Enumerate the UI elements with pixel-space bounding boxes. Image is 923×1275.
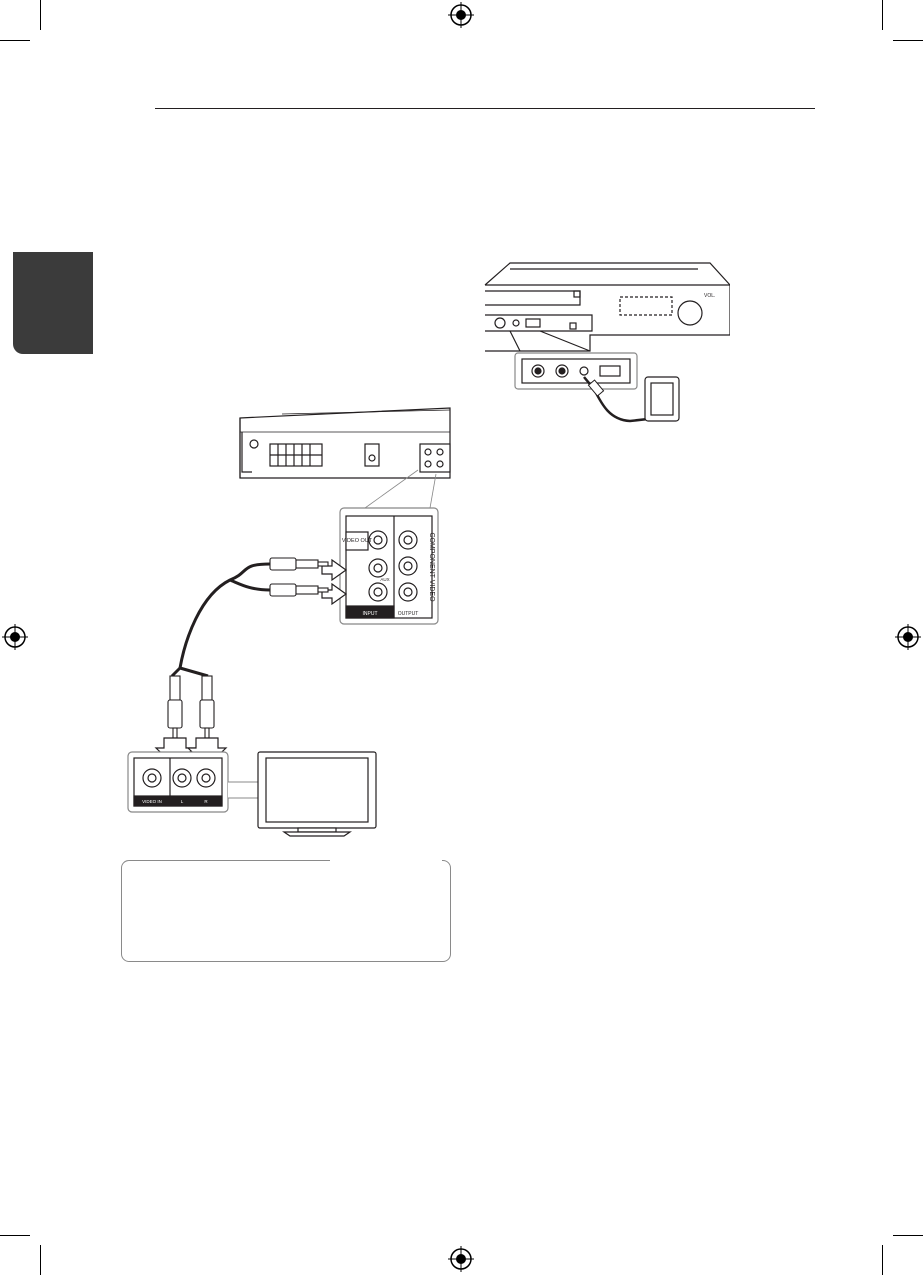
tv-label-l: L <box>181 799 184 804</box>
crop-mark-top-left-h <box>0 40 30 41</box>
tv-icon <box>257 751 377 837</box>
portable-connection-diagram: VOL. <box>484 262 730 423</box>
registration-mark-left <box>2 624 28 650</box>
registration-mark-bottom <box>448 1246 474 1272</box>
panel-label-output: OUTPUT <box>398 611 419 617</box>
rca-plugs-tv-side <box>167 675 215 739</box>
crop-mark-top-right-h <box>893 40 923 41</box>
panel-label-video-out: VIDEO OUT <box>342 538 373 544</box>
speaker-terminal-block <box>269 443 323 467</box>
rca-plugs-unit-side <box>269 557 329 597</box>
crop-mark-top-right-v <box>882 0 883 30</box>
note-box <box>121 860 451 962</box>
registration-mark-right <box>895 624 921 650</box>
zoomed-front-jacks <box>514 352 638 390</box>
crop-mark-bottom-right-h <box>893 1235 923 1236</box>
tv-jack-panel <box>127 751 229 813</box>
tv-label-r: R <box>204 799 208 804</box>
aux-connection-diagram: VIDEO OUT AUX INPUT OUTPUT COMPONENT VID… <box>127 407 451 837</box>
crop-mark-bottom-right-v <box>882 1245 883 1275</box>
crop-mark-top-left-v <box>40 0 41 30</box>
tv-label-video-in: VIDEO IN <box>142 799 162 804</box>
arrow-icons-into-panel <box>321 558 348 606</box>
zoomed-input-panel <box>339 507 439 625</box>
audio-cable <box>178 562 271 669</box>
crop-mark-bottom-left-h <box>0 1235 30 1236</box>
registration-mark-top <box>448 2 474 28</box>
crop-mark-bottom-left-v <box>40 1245 41 1275</box>
portable-player-icon <box>644 376 680 422</box>
vol-label: VOL. <box>704 293 715 299</box>
header-rule <box>155 108 815 109</box>
note-box-tab-gap <box>330 858 442 862</box>
chapter-side-tab <box>13 252 93 354</box>
panel-label-input: INPUT <box>363 611 378 617</box>
panel-label-aux: AUX <box>380 577 389 582</box>
panel-label-component-video: COMPONENT VIDEO <box>428 532 435 602</box>
